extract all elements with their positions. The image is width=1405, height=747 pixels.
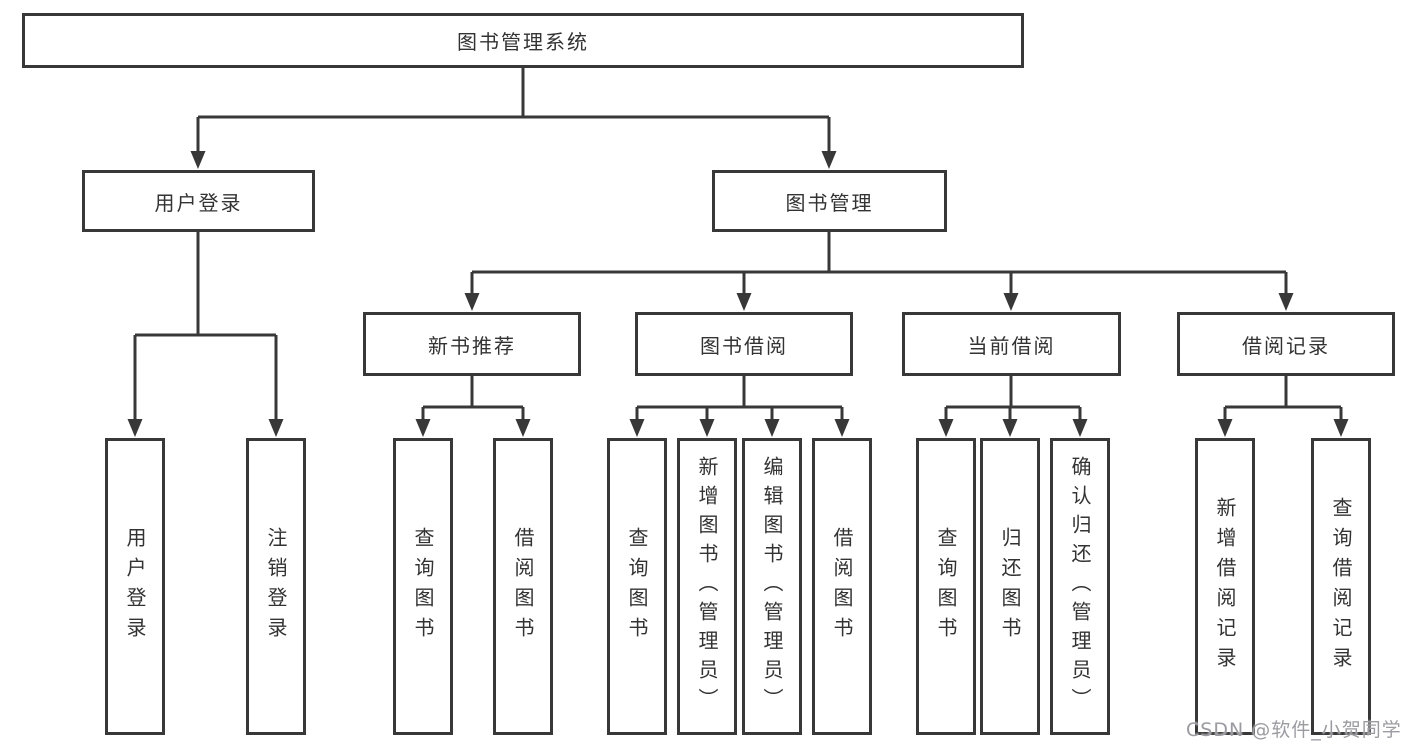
node-label: 用户登录 xyxy=(123,526,147,647)
arrowhead-icon xyxy=(834,419,850,437)
arrowhead-icon xyxy=(821,151,837,169)
node-label: 查询图书 xyxy=(411,526,435,647)
node-book-borrowing: 图书借阅 xyxy=(635,312,853,376)
node-label: 借阅图书 xyxy=(511,526,535,647)
node-leaf-query-borrow-record: 查询借阅记录 xyxy=(1311,438,1371,735)
node-current-borrowing: 当前借阅 xyxy=(902,312,1121,376)
arrowhead-icon xyxy=(764,419,780,437)
arrowhead-icon xyxy=(629,419,645,437)
node-label: 注销登录 xyxy=(264,526,288,647)
arrowhead-icon xyxy=(1072,419,1088,437)
node-label: 新增图书（管理员） xyxy=(695,456,719,717)
node-leaf-logout: 注销登录 xyxy=(246,438,306,735)
node-user-login: 用户登录 xyxy=(82,170,315,232)
node-label: 新增借阅记录 xyxy=(1213,496,1237,677)
node-leaf-borrow-books-recommend: 借阅图书 xyxy=(493,438,553,735)
arrowhead-icon xyxy=(1333,419,1349,437)
node-label: 编辑图书（管理员） xyxy=(760,456,784,717)
node-leaf-return-books: 归还图书 xyxy=(980,438,1040,735)
node-label: 查询图书 xyxy=(625,526,649,647)
arrowhead-icon xyxy=(464,293,480,311)
arrowhead-icon xyxy=(1217,419,1233,437)
arrowhead-icon xyxy=(1002,419,1018,437)
arrowhead-icon xyxy=(1278,293,1294,311)
arrowhead-icon xyxy=(190,151,206,169)
arrowhead-icon xyxy=(938,419,954,437)
arrowhead-icon xyxy=(415,419,431,437)
node-label: 归还图书 xyxy=(998,526,1022,647)
node-library-system: 图书管理系统 xyxy=(22,13,1024,68)
node-leaf-edit-books-admin: 编辑图书（管理员） xyxy=(742,438,802,735)
arrowhead-icon xyxy=(515,419,531,437)
node-borrowing-records: 借阅记录 xyxy=(1177,312,1395,376)
node-label: 查询借阅记录 xyxy=(1329,496,1353,677)
arrowhead-icon xyxy=(127,419,143,437)
node-leaf-query-books-recommend: 查询图书 xyxy=(393,438,453,735)
arrowhead-icon xyxy=(1003,293,1019,311)
watermark: CSDN @软件_小贺同学 xyxy=(1186,719,1402,741)
node-label: 借阅图书 xyxy=(830,526,854,647)
arrowhead-icon xyxy=(736,293,752,311)
node-leaf-add-borrow-record: 新增借阅记录 xyxy=(1195,438,1255,735)
node-leaf-query-books-current: 查询图书 xyxy=(916,438,976,735)
node-label: 确认归还（管理员） xyxy=(1068,456,1092,717)
node-leaf-user-login: 用户登录 xyxy=(105,438,165,735)
arrowhead-icon xyxy=(268,419,284,437)
arrowhead-icon xyxy=(699,419,715,437)
node-leaf-query-books-borrowing: 查询图书 xyxy=(607,438,667,735)
node-book-management: 图书管理 xyxy=(712,170,947,232)
node-label: 查询图书 xyxy=(934,526,958,647)
node-leaf-confirm-return-admin: 确认归还（管理员） xyxy=(1050,438,1110,735)
node-new-book-recommend: 新书推荐 xyxy=(363,312,581,376)
node-leaf-add-books-admin: 新增图书（管理员） xyxy=(677,438,737,735)
node-leaf-borrow-books: 借阅图书 xyxy=(812,438,872,735)
